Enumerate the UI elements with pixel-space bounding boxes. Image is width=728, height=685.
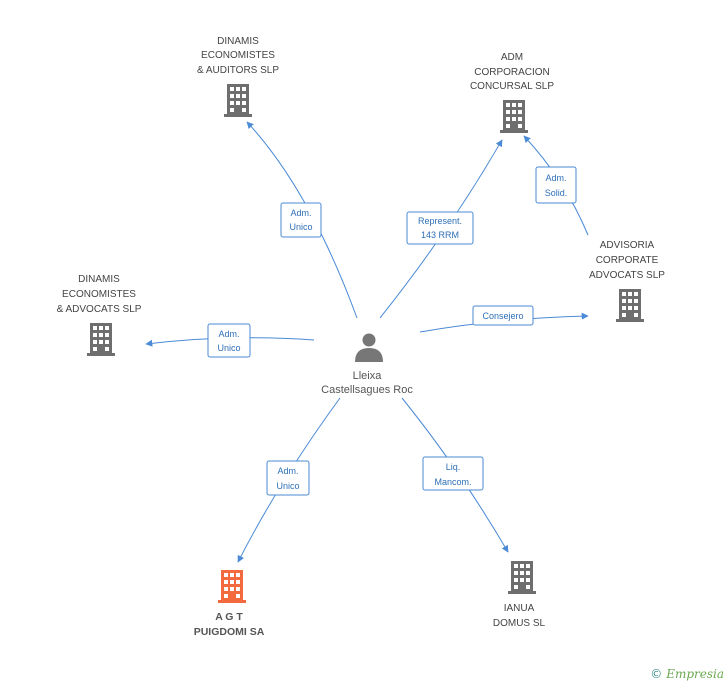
company-name-line: ADVISORIA [600,240,655,251]
edge-label-agt[interactable]: Adm. Unico [266,460,310,496]
edge-label-line: Adm. [290,208,311,218]
company-name-line: & AUDITORS SLP [197,65,279,76]
building-icon [224,84,252,117]
company-node-advisoria[interactable]: ADVISORIA CORPORATE ADVOCATS SLP [589,240,665,322]
edge-label-advisoria-adm[interactable]: Adm. Solid. [535,166,577,204]
company-node-ianua[interactable]: IANUA DOMUS SL [493,561,546,629]
company-name-line: CORPORACION [474,67,550,78]
company-node-agt[interactable]: A G T PUIGDOMI SA [194,570,265,638]
edge-label-line: Adm. [277,466,298,476]
company-name-line: CONCURSAL SLP [470,81,554,92]
person-name-line: Lleixa [353,370,383,382]
edge-label-line: Unico [289,222,312,232]
edge-label-dinamis-advocats[interactable]: Adm. Unico [207,323,251,358]
edge-label-dinamis-auditors[interactable]: Adm. Unico [280,202,322,238]
company-name-line: ADVOCATS SLP [589,270,665,281]
edge-label-line: Consejero [482,311,523,321]
company-name-line: DINAMIS [78,274,120,285]
person-name-line: Castellsagues Roc [321,384,413,396]
edge-label-line: Solid. [545,188,568,198]
edge-label-line: Mancom. [434,477,471,487]
person-node[interactable]: Lleixa Castellsagues Roc [321,333,413,397]
company-name-line: DINAMIS [217,36,259,47]
company-node-dinamis-advocats[interactable]: DINAMIS ECONOMISTES & ADVOCATS SLP [57,274,142,356]
edge-label-line: Unico [276,481,299,491]
edge-label-line: Liq. [446,462,461,472]
copyright-icon: © [650,667,663,681]
company-name-line: DOMUS SL [493,618,546,629]
edge-label-line: 143 RRM [421,230,459,240]
company-name-line: & ADVOCATS SLP [57,304,142,315]
building-icon [616,289,644,322]
edge-label-line: Adm. [218,329,239,339]
company-node-dinamis-auditors[interactable]: DINAMIS ECONOMISTES & AUDITORS SLP [197,36,279,117]
edge-label-line: Unico [217,343,240,353]
brand-name: Empresia [666,667,724,681]
edge-label-line: Represent. [418,216,462,226]
company-name-line: PUIGDOMI SA [194,626,265,638]
building-icon [500,100,528,133]
building-icon [218,570,246,603]
company-name-line: A G T [215,611,243,623]
edge-label-ianua[interactable]: Liq. Mancom. [422,456,484,491]
person-icon [355,333,383,362]
company-node-adm-corporacion[interactable]: ADM CORPORACION CONCURSAL SLP [470,52,554,133]
company-name-line: IANUA [504,603,535,614]
company-name-line: ECONOMISTES [201,50,275,61]
edge-label-line: Adm. [545,173,566,183]
company-name-line: ADM [501,52,523,63]
company-name-line: CORPORATE [596,255,659,266]
edge-label-adm-corporacion[interactable]: Represent. 143 RRM [406,211,474,245]
edge-label-advisoria[interactable]: Consejero [472,305,534,326]
building-icon [508,561,536,594]
building-icon [87,323,115,356]
brand-footer[interactable]: ©Empresia [650,667,724,681]
company-name-line: ECONOMISTES [62,289,136,300]
